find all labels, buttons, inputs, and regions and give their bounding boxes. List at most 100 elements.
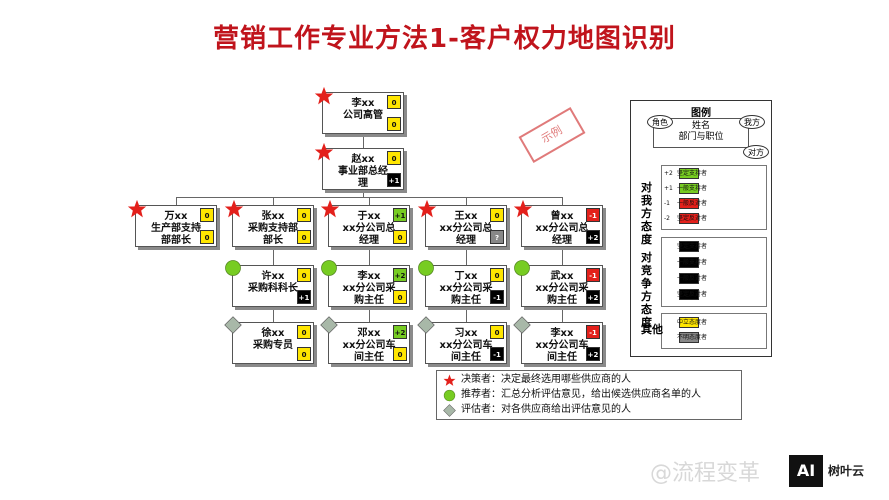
key-cat-other: 其他 bbox=[641, 323, 663, 336]
key-color-chip bbox=[679, 332, 699, 343]
circle-icon bbox=[320, 259, 338, 281]
node-name: 武xx bbox=[550, 271, 574, 282]
node-position: 生产部支持部部长 bbox=[151, 223, 201, 246]
node-position: xx分公司采购主任 bbox=[342, 283, 396, 306]
diamond-icon bbox=[417, 316, 435, 338]
star-icon bbox=[314, 86, 334, 110]
node-position: 采购支持部部长 bbox=[248, 223, 298, 246]
key-me-oval: 我方 bbox=[739, 115, 765, 129]
competitor-attitude-badge: 0 bbox=[393, 230, 407, 244]
node-name: 万xx bbox=[164, 211, 188, 222]
competitor-attitude-badge: +1 bbox=[297, 290, 311, 304]
circle-icon bbox=[224, 259, 242, 281]
node-name: 于xx bbox=[357, 211, 381, 222]
node-position: 公司高管 bbox=[343, 110, 383, 121]
key-opp-oval: 对方 bbox=[743, 145, 769, 159]
key-color-chip bbox=[679, 257, 699, 268]
key-chip-label: 一般反对者 bbox=[677, 275, 708, 282]
key-color-chip bbox=[679, 317, 699, 328]
our-attitude-badge: 0 bbox=[490, 325, 504, 339]
node-position: 采购科科长 bbox=[248, 283, 298, 294]
competitor-attitude-badge: 0 bbox=[297, 230, 311, 244]
key-cat-me: 对我方态度 bbox=[641, 181, 652, 246]
node-name: 王xx bbox=[454, 211, 478, 222]
our-attitude-badge: -1 bbox=[586, 268, 600, 282]
node-name: 丁xx bbox=[454, 271, 478, 282]
node-position: 事业部总经理 bbox=[338, 166, 388, 189]
sample-stamp: 示例 bbox=[518, 107, 586, 163]
star-icon bbox=[513, 199, 533, 223]
our-attitude-badge: 0 bbox=[297, 208, 311, 222]
key-chip-label: 坚定支持者 bbox=[677, 243, 708, 250]
our-attitude-badge: +2 bbox=[393, 325, 407, 339]
key-chip-label: 坚定支持者 bbox=[677, 170, 708, 177]
node-name: 李xx bbox=[351, 98, 375, 109]
diamond-icon bbox=[513, 316, 531, 338]
node-position: xx分公司采购主任 bbox=[535, 283, 589, 306]
logo: AI bbox=[789, 455, 823, 487]
our-attitude-badge: 0 bbox=[297, 325, 311, 339]
competitor-attitude-badge: +2 bbox=[586, 290, 600, 304]
key-chip-label: 坚定反对者 bbox=[677, 215, 708, 222]
competitor-attitude-badge: 0 bbox=[297, 347, 311, 361]
node-position: 采购专员 bbox=[253, 340, 293, 351]
competitor-attitude-badge: +2 bbox=[586, 347, 600, 361]
star-icon bbox=[320, 199, 340, 223]
circle-icon bbox=[443, 389, 456, 407]
node-position: xx分公司总经理 bbox=[439, 223, 493, 246]
key-sample-card: 姓名 部门与职位 bbox=[653, 118, 749, 148]
competitor-attitude-badge: ? bbox=[490, 230, 504, 244]
competitor-attitude-badge: -1 bbox=[490, 347, 504, 361]
key-chip-label: 坚定反对者 bbox=[677, 291, 708, 298]
key-color-chip bbox=[679, 241, 699, 252]
our-attitude-badge: +1 bbox=[393, 208, 407, 222]
our-attitude-badge: 0 bbox=[387, 95, 401, 109]
star-icon bbox=[417, 199, 437, 223]
key-chip-label: 一般支持者 bbox=[677, 185, 708, 192]
our-attitude-badge: 0 bbox=[387, 151, 401, 165]
our-attitude-badge: +2 bbox=[393, 268, 407, 282]
logo-text: 树叶云 bbox=[828, 464, 865, 478]
key-section-other bbox=[661, 313, 767, 349]
node-position: xx分公司车间主任 bbox=[535, 340, 589, 363]
our-attitude-badge: 0 bbox=[490, 208, 504, 222]
node-position: xx分公司采购主任 bbox=[439, 283, 493, 306]
competitor-attitude-badge: +1 bbox=[387, 173, 401, 187]
node-name: 李xx bbox=[550, 328, 574, 339]
node-name: 李xx bbox=[357, 271, 381, 282]
role-legend: 决策者：决定最终选用哪些供应商的人 推荐者：汇总分析评估意见，给出候选供应商名单… bbox=[436, 370, 742, 420]
circle-icon bbox=[417, 259, 435, 281]
diamond-icon bbox=[443, 404, 456, 422]
key-chip-label: 一般支持者 bbox=[677, 259, 708, 266]
competitor-attitude-badge: +2 bbox=[586, 230, 600, 244]
key-chip-label: 一般反对者 bbox=[677, 200, 708, 207]
circle-icon bbox=[513, 259, 531, 281]
node-position: xx分公司总经理 bbox=[342, 223, 396, 246]
our-attitude-badge: -1 bbox=[586, 208, 600, 222]
key-chip-label: 中立态度者 bbox=[677, 319, 708, 326]
node-name: 徐xx bbox=[261, 328, 285, 339]
key-cat-competitor: 对竞争方态度 bbox=[641, 251, 652, 329]
key-section-me bbox=[661, 165, 767, 230]
watermark: @流程变革 bbox=[650, 461, 761, 486]
key-chip-value: +2 bbox=[664, 170, 673, 177]
page-title: 营销工作专业方法1-客户权力地图识别 bbox=[213, 24, 676, 54]
star-icon bbox=[224, 199, 244, 223]
key-chip-value: -2 bbox=[664, 215, 670, 222]
competitor-attitude-badge: 0 bbox=[393, 347, 407, 361]
